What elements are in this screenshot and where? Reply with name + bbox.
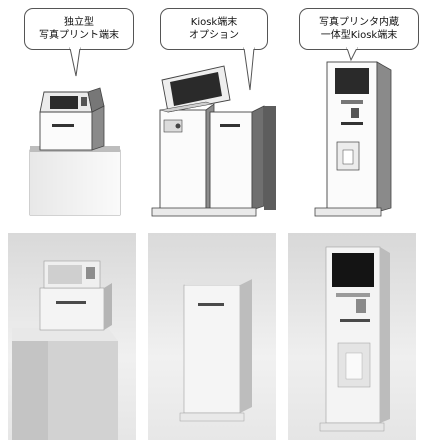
integrated-caption-line-2: 一体型Kiosk端末 bbox=[320, 30, 398, 41]
kiosk-option-caption-bubble: Kiosk端末 オプション bbox=[160, 8, 268, 50]
kiosk-option-caption-line-1: Kiosk端末 bbox=[190, 17, 238, 28]
standalone-drawing bbox=[29, 47, 121, 216]
integrated-photo bbox=[288, 233, 416, 440]
kiosk-option-drawing bbox=[151, 47, 276, 217]
integrated-photo-render bbox=[319, 246, 390, 432]
standalone-caption-bubble: 独立型 写真プリント端末 bbox=[24, 8, 134, 50]
kiosk-option-caption-line-2: オプション bbox=[189, 30, 239, 41]
standalone-caption-line-2: 写真プリント端末 bbox=[39, 30, 119, 41]
integrated-illustration: 写真プリンタ内蔵 一体型Kiosk端末 bbox=[285, 0, 429, 225]
standalone-illustration: 独立型 写真プリント端末 bbox=[0, 0, 140, 225]
integrated-drawing bbox=[314, 47, 392, 217]
standalone-photo bbox=[8, 233, 136, 440]
integrated-caption-line-1: 写真プリンタ内蔵 bbox=[319, 17, 399, 28]
kiosk-option-photo-render bbox=[179, 279, 252, 422]
standalone-caption-line-1: 独立型 bbox=[64, 17, 94, 28]
standalone-photo-render bbox=[12, 260, 118, 440]
kiosk-option-photo bbox=[148, 233, 276, 440]
kiosk-option-illustration: Kiosk端末 オプション bbox=[140, 0, 285, 225]
integrated-caption-bubble: 写真プリンタ内蔵 一体型Kiosk端末 bbox=[299, 8, 419, 50]
